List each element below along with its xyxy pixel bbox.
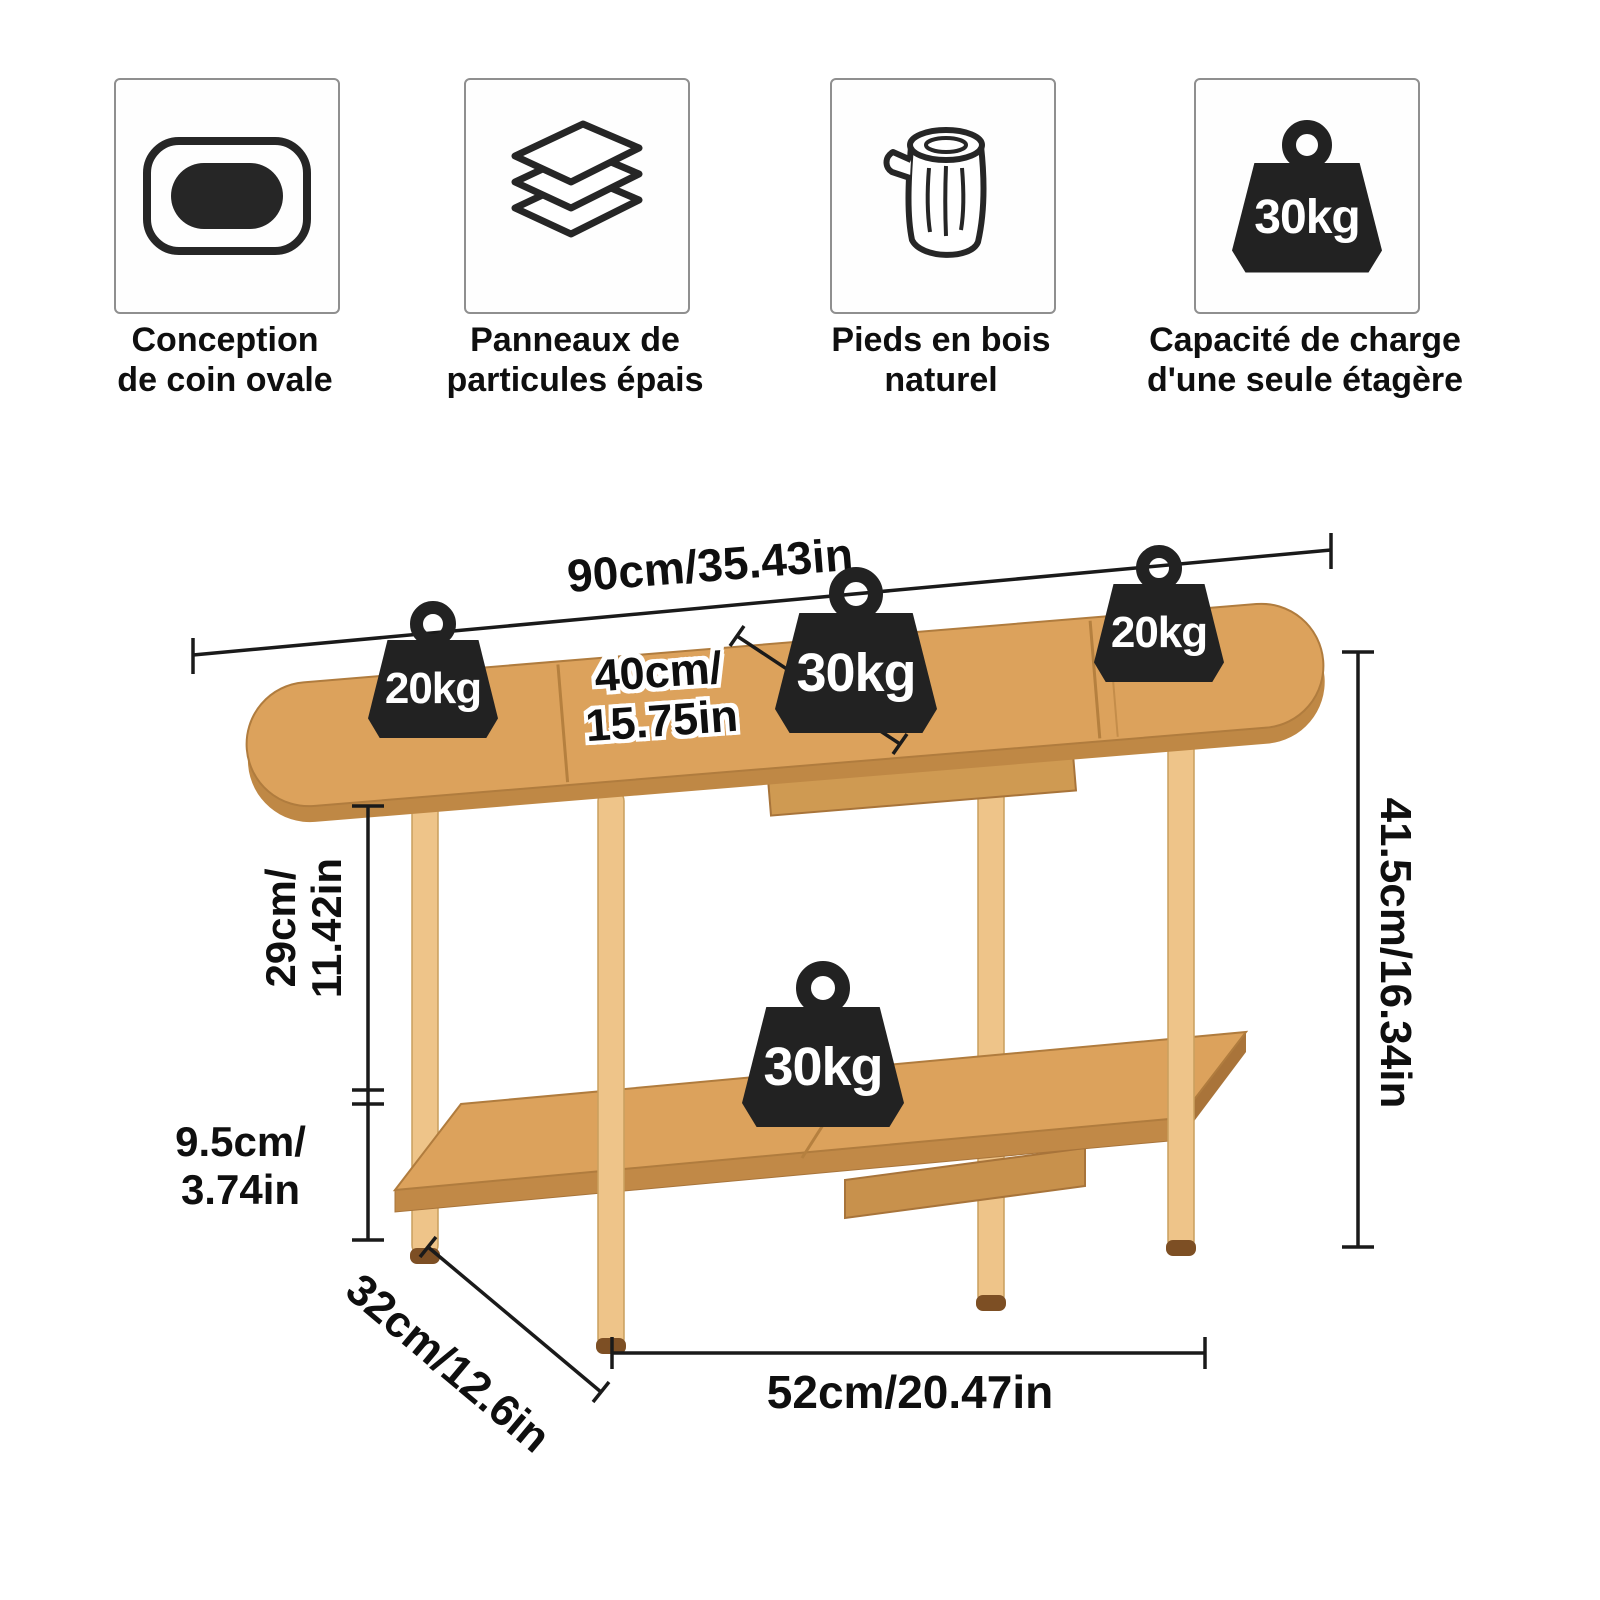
dimension-ground-clearance: 9.5cm/ 3.74in — [128, 1118, 353, 1215]
feature-box-wood-legs — [830, 78, 1056, 314]
feature-label-line: particules épais — [446, 361, 704, 400]
weight-badge-top-center: 30kg — [775, 567, 937, 733]
weight-badge-top-left: 20kg — [368, 601, 498, 738]
dimension-line-text: 9.5cm/ — [175, 1118, 306, 1165]
feature-box-panels — [464, 78, 690, 314]
dimension-line-text: 29cm/ — [257, 868, 304, 988]
feature-label-line: Capacité de charge — [1149, 321, 1461, 359]
weight-badge-handle — [829, 567, 883, 621]
dimension-total-height: 41.5cm/16.34in — [1371, 797, 1420, 1109]
feature-label-line: d'une seule étagère — [1146, 361, 1464, 400]
feature-label-load-capacity: Capacité de charge d'une seule étagère — [1085, 320, 1525, 400]
weight-badge-top-right: 20kg — [1094, 545, 1224, 682]
stacked-panels-icon — [511, 120, 643, 238]
feature-label-panels: Panneaux de particules épais — [395, 320, 755, 400]
table-front-legs — [596, 711, 1196, 1354]
weight-badge-label: 20kg — [368, 640, 498, 738]
feature-label-line: Panneaux de — [470, 321, 680, 359]
dimension-line-text: 3.74in — [180, 1166, 301, 1214]
weight-badge-label: 30kg — [775, 613, 937, 733]
table-rear-legs — [410, 754, 1006, 1311]
feature-label-oval-corner: Conception de coin ovale — [45, 320, 405, 400]
feature-label-line: Pieds en bois — [831, 321, 1051, 359]
oval-corner-icon-fill — [171, 163, 283, 229]
dimension-line-text: 15.75in — [583, 689, 740, 751]
dimension-shelf-width: 52cm/20.47in — [766, 1366, 1054, 1418]
feature-label-wood-legs: Pieds en bois naturel — [761, 320, 1121, 400]
feature-label-line: Conception — [131, 321, 319, 359]
weight-icon-label: 30kg — [1232, 162, 1382, 273]
dimension-top-depth: 40cm/ 15.75in — [517, 638, 803, 754]
weight-badge-label: 30kg — [742, 1007, 904, 1127]
weight-badge-shelf: 30kg — [742, 961, 904, 1127]
wood-log-icon — [883, 127, 987, 258]
feature-label-line: naturel — [884, 361, 998, 400]
feature-label-line: de coin ovale — [117, 361, 333, 400]
feature-box-load-capacity: 30kg — [1194, 78, 1420, 314]
dimension-tier-gap: 29cm/ 11.42in — [257, 778, 351, 1078]
oval-corner-icon — [143, 137, 311, 255]
weight-badge-handle — [796, 961, 850, 1015]
feature-box-oval-corner — [114, 78, 340, 314]
weight-badge-label: 20kg — [1094, 584, 1224, 682]
dimension-line-text: 11.42in — [303, 857, 351, 999]
weight-icon: 30kg — [1232, 119, 1382, 273]
weight-icon-handle — [1282, 119, 1332, 170]
